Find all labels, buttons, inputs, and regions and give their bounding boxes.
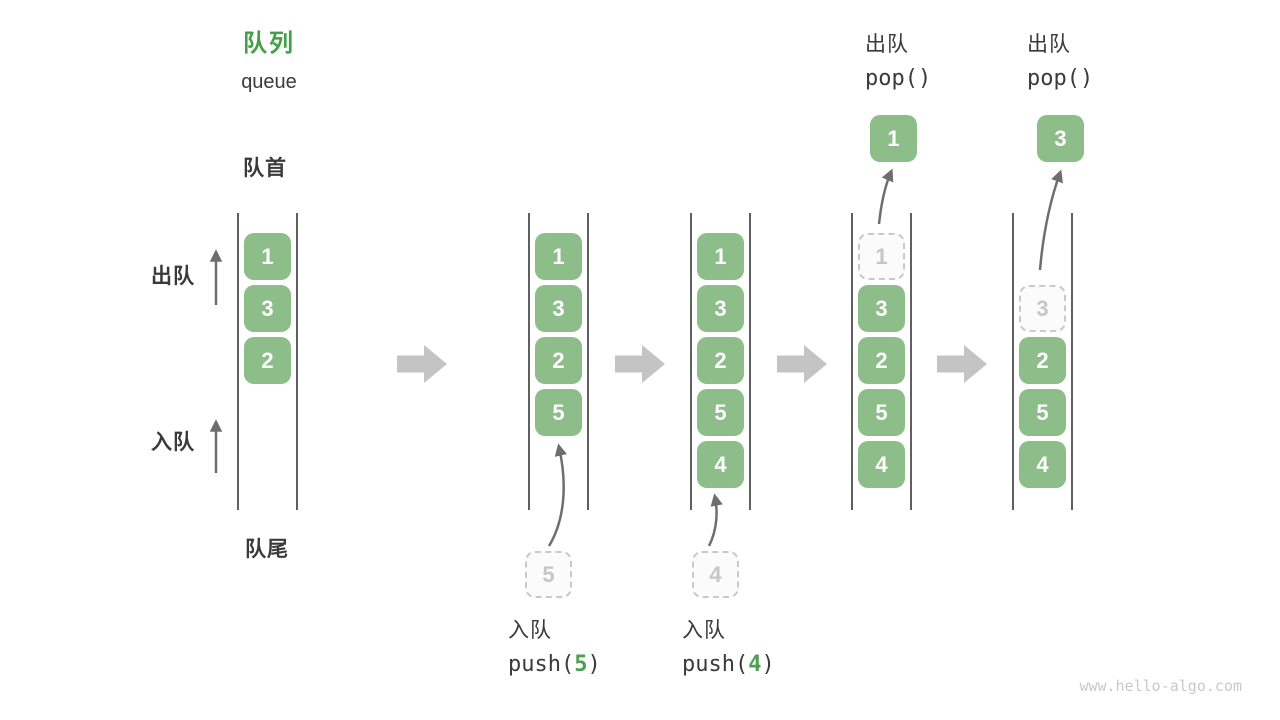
code-pre: push( <box>508 652 575 677</box>
label-queue-rear: 队尾 <box>245 538 289 561</box>
operation-code: pop() <box>1027 66 1094 91</box>
queue-cell: 5 <box>697 389 744 436</box>
queue-container <box>237 213 298 510</box>
code-post: ) <box>761 652 775 677</box>
code-arg: 5 <box>574 652 588 677</box>
title-en: queue <box>241 71 297 93</box>
queue-cell: 2 <box>697 337 744 384</box>
queue-cell: 3 <box>697 285 744 332</box>
queue-cell: 3 <box>858 285 905 332</box>
queue-cell: 3 <box>244 285 291 332</box>
code-pre: push( <box>682 652 749 677</box>
queue-cell: 1 <box>535 233 582 280</box>
operation-name: 出队 <box>865 33 909 56</box>
queue-cell: 2 <box>244 337 291 384</box>
queue-cell-ghost: 3 <box>1019 285 1066 332</box>
queue-cell: 4 <box>697 441 744 488</box>
queue-cell: 4 <box>858 441 905 488</box>
queue-cell-ghost: 1 <box>858 233 905 280</box>
queue-cell: 1 <box>697 233 744 280</box>
popped-cell: 3 <box>1037 115 1084 162</box>
queue-cell: 4 <box>1019 441 1066 488</box>
operation-code: push(5) <box>508 652 601 678</box>
label-enqueue: 入队 <box>151 431 195 454</box>
queue-container <box>690 213 751 510</box>
diagram-title: 队列 queue <box>210 30 328 93</box>
title-zh: 队列 <box>243 30 295 57</box>
queue-container <box>528 213 589 510</box>
queue-cell: 5 <box>535 389 582 436</box>
label-queue-front: 队首 <box>243 157 287 180</box>
queue-cell: 1 <box>244 233 291 280</box>
operation-code: push(4) <box>682 652 775 678</box>
popped-cell: 1 <box>870 115 917 162</box>
code-arg: 4 <box>748 652 762 677</box>
watermark: www.hello-algo.com <box>1079 677 1242 695</box>
queue-cell: 3 <box>535 285 582 332</box>
queue-cell: 5 <box>1019 389 1066 436</box>
operation-name: 入队 <box>682 619 726 642</box>
code-post: ) <box>587 652 601 677</box>
operation-name: 入队 <box>508 619 552 642</box>
queue-container <box>851 213 912 510</box>
pending-cell: 4 <box>692 551 739 598</box>
operation-label-push: 入队 push(4) <box>682 618 775 678</box>
queue-cell: 2 <box>535 337 582 384</box>
operation-label-pop: 出队 pop() <box>1027 32 1093 92</box>
operation-label-push: 入队 push(5) <box>508 618 601 678</box>
operation-name: 出队 <box>1027 33 1071 56</box>
operation-label-pop: 出队 pop() <box>865 32 931 92</box>
label-dequeue: 出队 <box>151 265 195 288</box>
pending-cell: 5 <box>525 551 572 598</box>
queue-container <box>1012 213 1073 510</box>
queue-cell: 2 <box>858 337 905 384</box>
operation-code: pop() <box>865 66 932 91</box>
queue-cell: 5 <box>858 389 905 436</box>
queue-cell: 2 <box>1019 337 1066 384</box>
